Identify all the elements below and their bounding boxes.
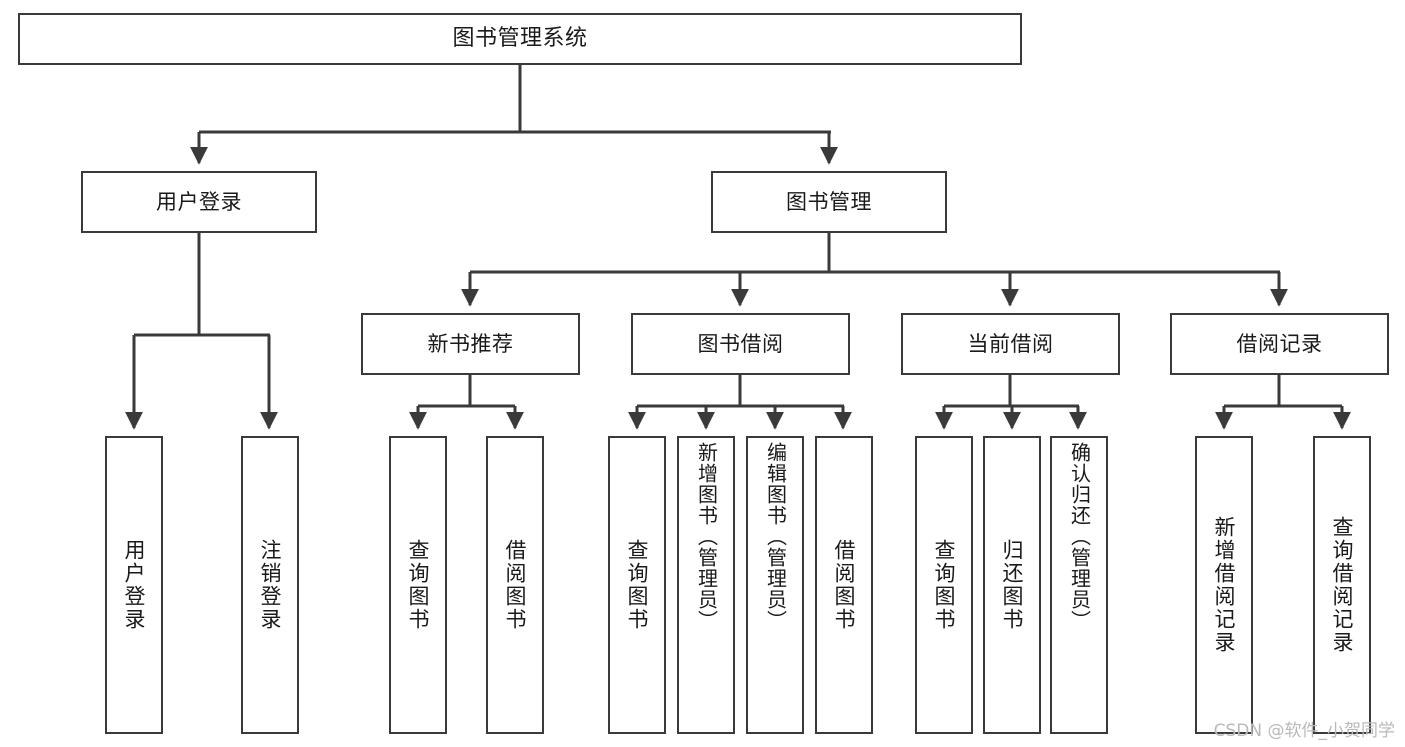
node-borrow-record[interactable]: 借阅记录 (1170, 313, 1389, 375)
node-book-manage[interactable]: 图书管理 (711, 171, 947, 233)
node-leaf-confirm-return[interactable]: 确认归还（管理员） (1050, 436, 1108, 734)
node-leaf-user-logout-label: 注销登录 (258, 539, 283, 631)
node-book-borrow-label: 图书借阅 (697, 331, 784, 356)
node-leaf-query-book-2[interactable]: 查询图书 (608, 436, 666, 734)
node-leaf-add-book-label: 新增图书（管理员） (694, 442, 719, 631)
node-leaf-add-record[interactable]: 新增借阅记录 (1195, 436, 1253, 734)
node-book-borrow[interactable]: 图书借阅 (631, 313, 850, 375)
node-leaf-borrow-book-1[interactable]: 借阅图书 (486, 436, 544, 734)
node-leaf-user-login-label: 用户登录 (122, 539, 147, 631)
node-user-login-label: 用户登录 (156, 189, 242, 214)
node-leaf-query-book-3-label: 查询图书 (932, 539, 957, 631)
node-leaf-query-book-2-label: 查询图书 (625, 539, 650, 631)
node-leaf-add-record-label: 新增借阅记录 (1212, 516, 1237, 654)
node-current-borrow-label: 当前借阅 (967, 331, 1054, 356)
node-root-label: 图书管理系统 (452, 26, 588, 52)
node-borrow-record-label: 借阅记录 (1236, 331, 1323, 356)
node-leaf-query-book-1-label: 查询图书 (406, 539, 431, 631)
node-leaf-add-book[interactable]: 新增图书（管理员） (677, 436, 735, 734)
node-book-manage-label: 图书管理 (786, 189, 872, 214)
node-leaf-query-book-1[interactable]: 查询图书 (389, 436, 447, 734)
node-leaf-query-record[interactable]: 查询借阅记录 (1313, 436, 1371, 734)
node-leaf-return-book-label: 归还图书 (1000, 539, 1025, 631)
node-leaf-return-book[interactable]: 归还图书 (983, 436, 1041, 734)
watermark-text: CSDN @软件_小贺同学 (1213, 721, 1395, 741)
node-current-borrow[interactable]: 当前借阅 (901, 313, 1120, 375)
node-leaf-borrow-book-2[interactable]: 借阅图书 (815, 436, 873, 734)
node-root[interactable]: 图书管理系统 (18, 13, 1022, 65)
node-user-login[interactable]: 用户登录 (81, 171, 317, 233)
node-leaf-edit-book-label: 编辑图书（管理员） (763, 442, 788, 631)
node-leaf-user-logout[interactable]: 注销登录 (241, 436, 299, 734)
node-leaf-borrow-book-1-label: 借阅图书 (503, 539, 528, 631)
node-leaf-user-login[interactable]: 用户登录 (105, 436, 163, 734)
node-leaf-confirm-return-label: 确认归还（管理员） (1067, 442, 1092, 631)
node-leaf-query-record-label: 查询借阅记录 (1330, 516, 1355, 654)
node-new-book-recommend-label: 新书推荐 (427, 331, 514, 356)
node-new-book-recommend[interactable]: 新书推荐 (361, 313, 580, 375)
node-leaf-query-book-3[interactable]: 查询图书 (915, 436, 973, 734)
node-leaf-borrow-book-2-label: 借阅图书 (832, 539, 857, 631)
node-leaf-edit-book[interactable]: 编辑图书（管理员） (746, 436, 804, 734)
